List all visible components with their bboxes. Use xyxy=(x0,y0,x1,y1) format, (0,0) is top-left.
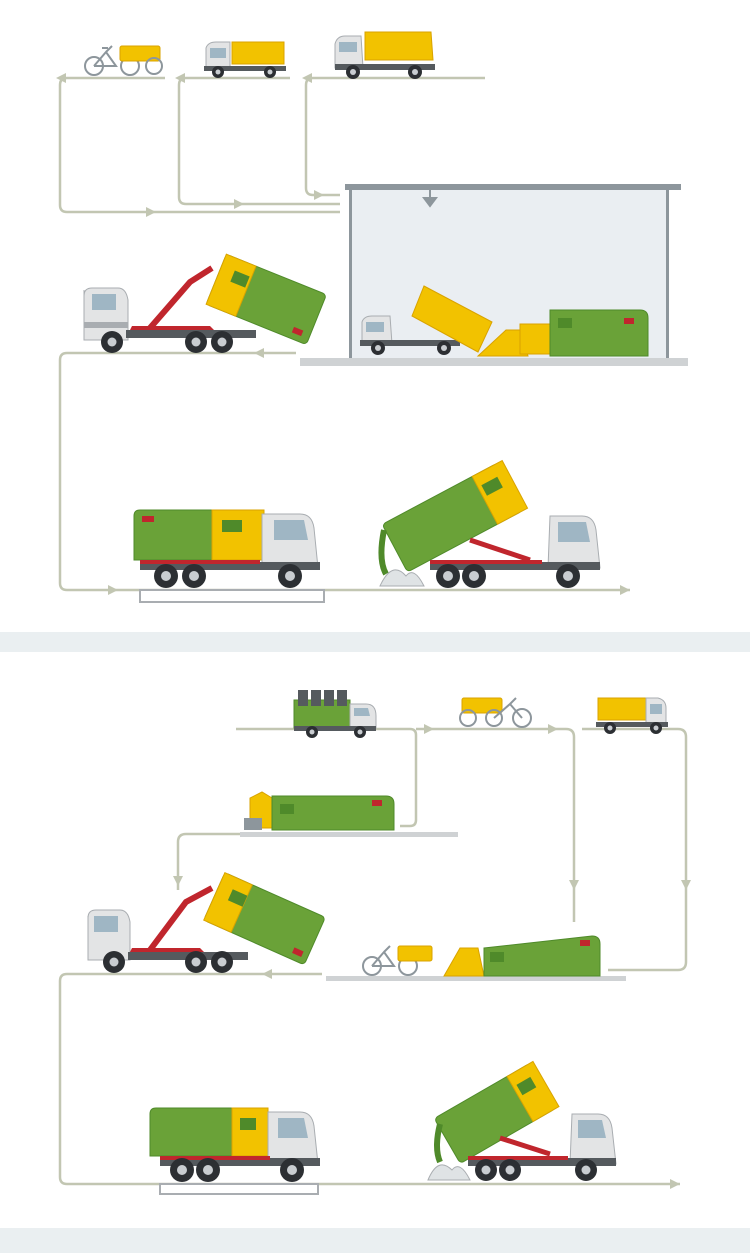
arrow-right-icon xyxy=(548,724,558,734)
flow-line-haul xyxy=(58,972,680,1186)
panel-2-diagram xyxy=(58,690,691,1195)
tricycle-icon xyxy=(459,697,532,728)
arrow-down-icon xyxy=(173,876,183,886)
waste-pile xyxy=(379,569,425,587)
panel-decentralized-compaction xyxy=(0,652,750,1228)
tricycle-icon xyxy=(362,945,433,976)
arrow-right-icon xyxy=(424,724,434,734)
hook-arm xyxy=(147,885,214,952)
panel-1-diagram xyxy=(56,31,688,603)
ground-pad xyxy=(240,832,458,837)
hook-lift-truck-tipping-icon xyxy=(427,1060,617,1181)
arrow-left-icon xyxy=(175,73,185,83)
ground-pad xyxy=(326,976,626,981)
building-wall-left xyxy=(349,190,352,360)
arrow-left-icon xyxy=(254,348,264,358)
arrow-right-icon xyxy=(620,585,630,595)
flow-lines xyxy=(58,727,688,1186)
arrow-left-icon xyxy=(56,73,66,83)
station-floor xyxy=(300,358,688,366)
bin-lifter-truck-icon xyxy=(293,690,377,738)
arrow-right-icon xyxy=(108,585,118,595)
flow-line-minivan xyxy=(582,727,688,972)
flow-line-minivan xyxy=(177,76,340,206)
flow-line-compactor-to-pickup xyxy=(176,832,250,890)
panel-centralized-transfer xyxy=(56,31,688,603)
collection-point xyxy=(326,935,626,981)
hook-lift-truck-tipping-icon xyxy=(378,459,601,588)
arrow-right-icon xyxy=(670,1179,680,1189)
light-tipper-truck-icon xyxy=(334,31,435,79)
weighbridge xyxy=(159,1183,319,1195)
flow-line-light-truck xyxy=(304,76,485,197)
compactor-hopper xyxy=(443,947,485,977)
flow-line-tricycle xyxy=(58,76,340,214)
arrow-left-icon xyxy=(262,969,272,979)
hook-lift-truck-loading-icon xyxy=(83,253,326,353)
arrow-right-icon xyxy=(314,190,324,200)
flow-line-haul xyxy=(58,351,630,592)
waste-pile xyxy=(427,1164,471,1181)
electric-minivan-icon xyxy=(204,41,286,78)
tipping-light-truck-icon xyxy=(360,285,493,355)
flow-line-bin-truck xyxy=(236,727,418,828)
flow-line-to-tricycle xyxy=(416,727,576,922)
electric-minivan-icon xyxy=(596,697,668,734)
station-compactor-icon xyxy=(519,309,649,357)
mobile-compactor-icon xyxy=(240,791,458,837)
panel-separator xyxy=(0,632,750,652)
hook-lift-truck-loaded-icon xyxy=(149,1107,320,1195)
weighbridge xyxy=(139,589,325,603)
tricycle-icon xyxy=(84,45,163,76)
crane-hook-icon xyxy=(422,190,438,208)
hook-lift-truck-loading-icon xyxy=(87,871,325,973)
hook-lift-truck-loaded-icon xyxy=(133,509,325,603)
hook-arm xyxy=(147,265,214,330)
building-roof xyxy=(345,184,681,190)
arrow-down-icon xyxy=(569,880,579,890)
footer-band xyxy=(0,1228,750,1253)
tipping-ram xyxy=(499,1135,551,1157)
flow-arrows xyxy=(173,724,691,1189)
flow-arrows xyxy=(56,73,630,595)
building-wall-right xyxy=(666,190,669,360)
arrow-right-icon xyxy=(146,207,156,217)
tipping-ram xyxy=(469,537,531,563)
arrow-down-icon xyxy=(681,880,691,890)
arrow-right-icon xyxy=(234,199,244,209)
arrow-left-icon xyxy=(302,73,312,83)
